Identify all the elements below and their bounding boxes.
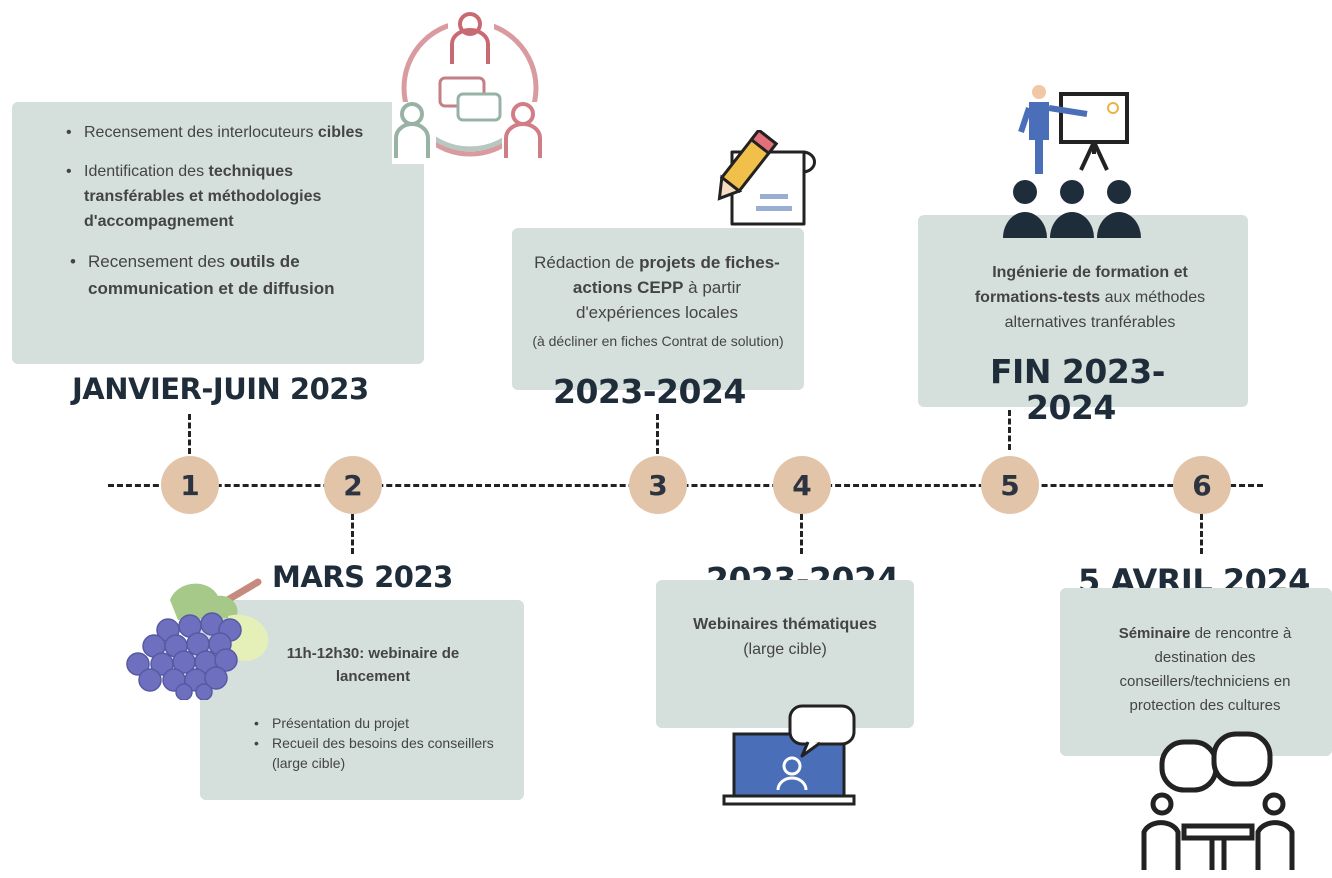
people-network-icon xyxy=(392,10,548,164)
milestone-2-date: MARS 2023 xyxy=(272,560,453,594)
milestone-6-text: Séminaire de rencontre à destination des… xyxy=(1118,625,1292,714)
milestone-2-headline: 11h-12h30: webinaire de lancement xyxy=(286,645,460,685)
milestone-2-stem xyxy=(351,514,354,554)
meeting-icon xyxy=(1141,731,1295,870)
list-item: Recensement des interlocuteurs cibles xyxy=(62,120,392,145)
milestone-1-date: JANVIER-JUIN 2023 xyxy=(72,372,369,406)
milestone-4-node: 4 xyxy=(773,456,831,514)
milestone-3-date: 2023-2024 xyxy=(553,372,746,411)
milestone-1-list: Recensement des interlocuteurs cibles Id… xyxy=(62,120,392,302)
list-item: Identification des techniques transférab… xyxy=(62,159,392,234)
milestone-3-node: 3 xyxy=(629,456,687,514)
milestone-3-text: Rédaction de projets de fiches-actions C… xyxy=(534,253,780,322)
milestone-5-node: 5 xyxy=(981,456,1039,514)
milestone-3-box xyxy=(512,228,804,390)
grapes-icon xyxy=(126,578,269,700)
milestone-5-box xyxy=(918,215,1248,407)
milestone-3-note: (à décliner en fiches Contrat de solutio… xyxy=(532,333,784,349)
milestone-5-stem xyxy=(1008,410,1011,450)
milestone-4-box xyxy=(656,580,914,728)
milestone-3-stem xyxy=(656,414,659,454)
milestone-6-node: 6 xyxy=(1173,456,1231,514)
document-pencil-icon xyxy=(717,130,816,226)
milestone-2-node: 2 xyxy=(324,456,382,514)
milestone-6-stem xyxy=(1200,514,1203,554)
laptop-chat-icon xyxy=(722,704,856,806)
milestone-1-stem xyxy=(188,414,191,454)
milestone-5-date-line2: 2024 xyxy=(1026,388,1116,427)
milestone-2-list: Présentation du projet Recueil des besoi… xyxy=(250,713,510,773)
list-item: Présentation du projet xyxy=(250,713,510,733)
milestone-6-box xyxy=(1060,588,1332,756)
milestone-5-text: Ingénierie de formation et formations-te… xyxy=(974,264,1206,331)
list-item: Recueil des besoins des conseillers (lar… xyxy=(250,733,510,773)
milestone-4-text: Webinaires thématiques(large cible) xyxy=(693,616,877,658)
milestone-1-node: 1 xyxy=(161,456,219,514)
milestone-5-date-line1: FIN 2023- xyxy=(990,352,1165,391)
milestone-4-stem xyxy=(800,514,803,554)
training-presentation-icon xyxy=(1003,85,1141,238)
list-item: Recensement des outils de communication … xyxy=(66,248,392,302)
